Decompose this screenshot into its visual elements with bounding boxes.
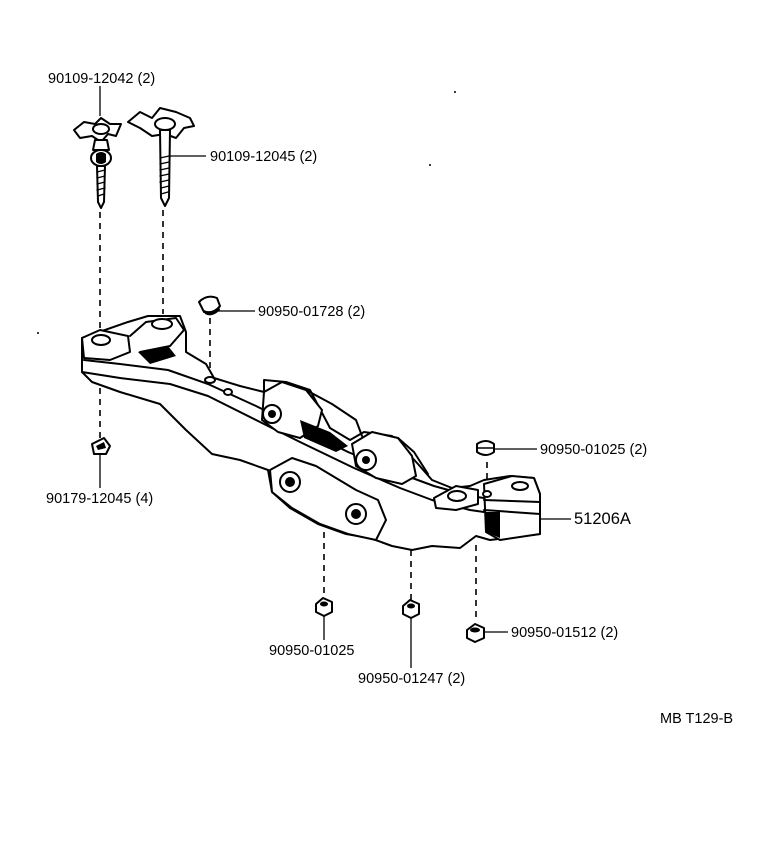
nut-90950-01512 bbox=[466, 623, 485, 643]
bolt-90109-12042 bbox=[73, 117, 122, 209]
plug-90950-01728 bbox=[198, 295, 221, 316]
label-90950-01247: 90950-01247 (2) bbox=[358, 671, 465, 687]
speck bbox=[454, 91, 456, 93]
bolt-90109-12045 bbox=[127, 107, 195, 207]
label-90179-12045: 90179-12045 (4) bbox=[46, 491, 153, 507]
speck bbox=[37, 332, 39, 334]
speck bbox=[429, 164, 431, 166]
leader-lines bbox=[99, 86, 571, 668]
nut-90179-12045 bbox=[91, 437, 111, 455]
diagram-code: MB T129-B bbox=[660, 711, 733, 727]
plug-90950-01025-top bbox=[476, 440, 495, 456]
label-90950-01025-top: 90950-01025 (2) bbox=[540, 442, 647, 458]
label-90950-01512: 90950-01512 (2) bbox=[511, 625, 618, 641]
nut-90950-01025-bottom bbox=[315, 597, 333, 617]
label-51206A: 51206A bbox=[574, 510, 631, 528]
nut-90950-01247 bbox=[402, 599, 420, 619]
label-90950-01025-bottom: 90950-01025 bbox=[269, 643, 354, 659]
crossmember-51206A bbox=[81, 315, 541, 551]
label-90109-12045: 90109-12045 (2) bbox=[210, 149, 317, 165]
label-90109-12042: 90109-12042 (2) bbox=[48, 71, 155, 87]
label-90950-01728: 90950-01728 (2) bbox=[258, 304, 365, 320]
